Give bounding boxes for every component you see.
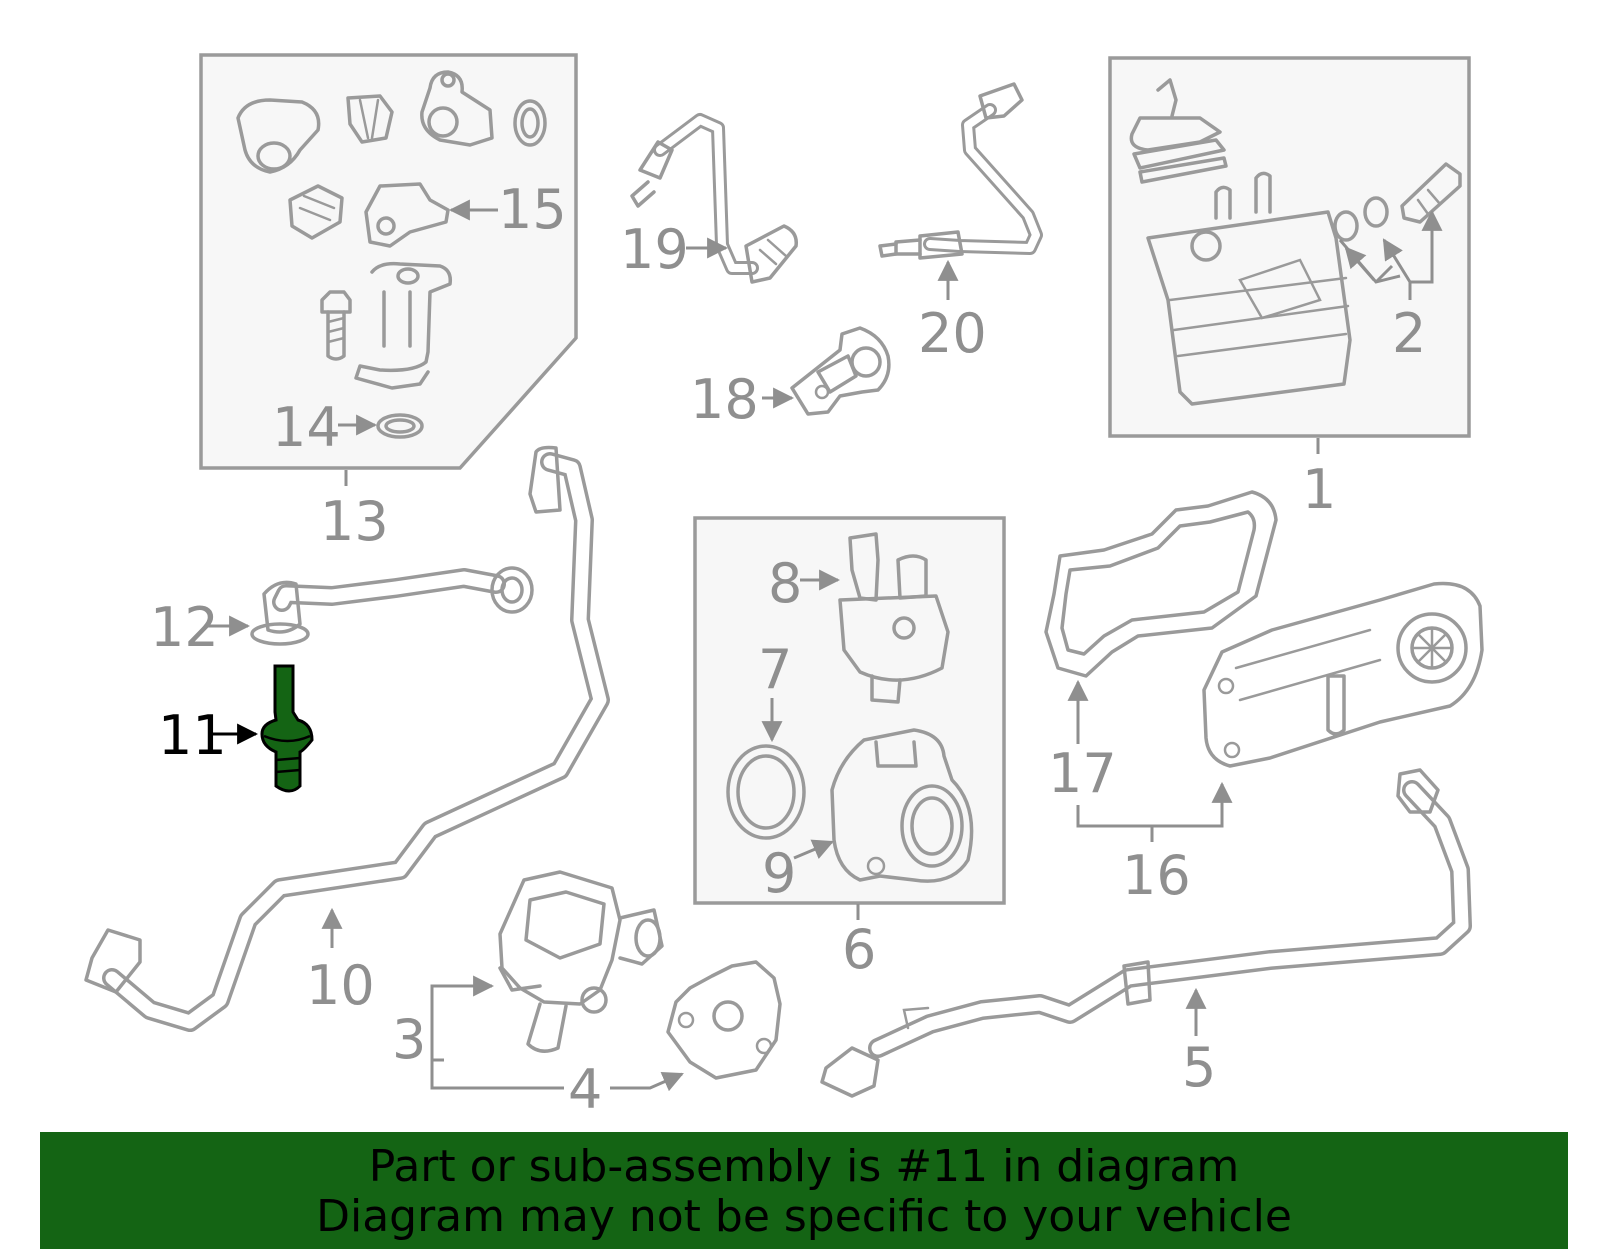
info-banner: Part or sub-assembly is #11 in diagram D… bbox=[40, 1132, 1568, 1249]
callout-10: 10 bbox=[306, 954, 375, 1017]
callout-1: 1 bbox=[1302, 458, 1336, 521]
valve-3-part bbox=[498, 870, 664, 1053]
clip-part bbox=[346, 94, 394, 144]
callout-16: 16 bbox=[1122, 844, 1191, 907]
pipe-12-part bbox=[250, 566, 534, 646]
o-ring-top-part bbox=[513, 99, 547, 147]
pipe-5-part bbox=[820, 768, 1472, 1098]
bracket-4-part bbox=[666, 960, 782, 1080]
group-13-box bbox=[199, 53, 578, 470]
callout-8: 8 bbox=[768, 552, 802, 615]
banner-line-2: Diagram may not be specific to your vehi… bbox=[316, 1191, 1292, 1242]
sensor-top-part bbox=[420, 70, 494, 147]
callout-13: 13 bbox=[320, 490, 389, 553]
clip-lower-part bbox=[288, 184, 344, 240]
pipe-10-part bbox=[84, 445, 610, 1032]
callout-3: 3 bbox=[392, 1008, 426, 1071]
callout-15: 15 bbox=[498, 178, 567, 241]
housing-8-part bbox=[838, 532, 950, 704]
callout-4: 4 bbox=[568, 1058, 602, 1121]
actuator-part bbox=[354, 261, 453, 390]
sensor-18-part bbox=[790, 326, 891, 416]
elbow-tube-part bbox=[236, 98, 321, 174]
cover-16-part bbox=[1202, 581, 1484, 768]
callout-18: 18 bbox=[690, 368, 759, 431]
callout-17: 17 bbox=[1048, 742, 1117, 805]
o2-sensor-20-part bbox=[878, 82, 1043, 260]
callout-14: 14 bbox=[272, 396, 341, 459]
bolt-part bbox=[320, 290, 352, 361]
gasket-17-part bbox=[1044, 490, 1278, 678]
housing-9-part bbox=[830, 728, 974, 883]
callout-5: 5 bbox=[1182, 1036, 1216, 1099]
callout-7: 7 bbox=[758, 638, 792, 701]
callout-19: 19 bbox=[620, 218, 689, 281]
group-6-box bbox=[693, 516, 1006, 905]
callout-11: 11 bbox=[158, 704, 227, 767]
o-ring-14-part bbox=[376, 413, 424, 439]
callout-6: 6 bbox=[842, 918, 876, 981]
seal-7-part bbox=[726, 744, 806, 840]
sensor-15-part bbox=[364, 182, 450, 248]
callout-20: 20 bbox=[918, 302, 987, 365]
part-11-highlighted bbox=[260, 664, 314, 793]
callout-2: 2 bbox=[1392, 302, 1426, 365]
o2-sensor-19-part bbox=[630, 113, 798, 284]
canister-part bbox=[1146, 171, 1352, 406]
canister-valve-part bbox=[1129, 78, 1228, 184]
callout-12: 12 bbox=[150, 596, 219, 659]
group-1-box bbox=[1108, 56, 1471, 438]
callout-9: 9 bbox=[762, 842, 796, 905]
banner-line-1: Part or sub-assembly is #11 in diagram bbox=[368, 1141, 1240, 1192]
